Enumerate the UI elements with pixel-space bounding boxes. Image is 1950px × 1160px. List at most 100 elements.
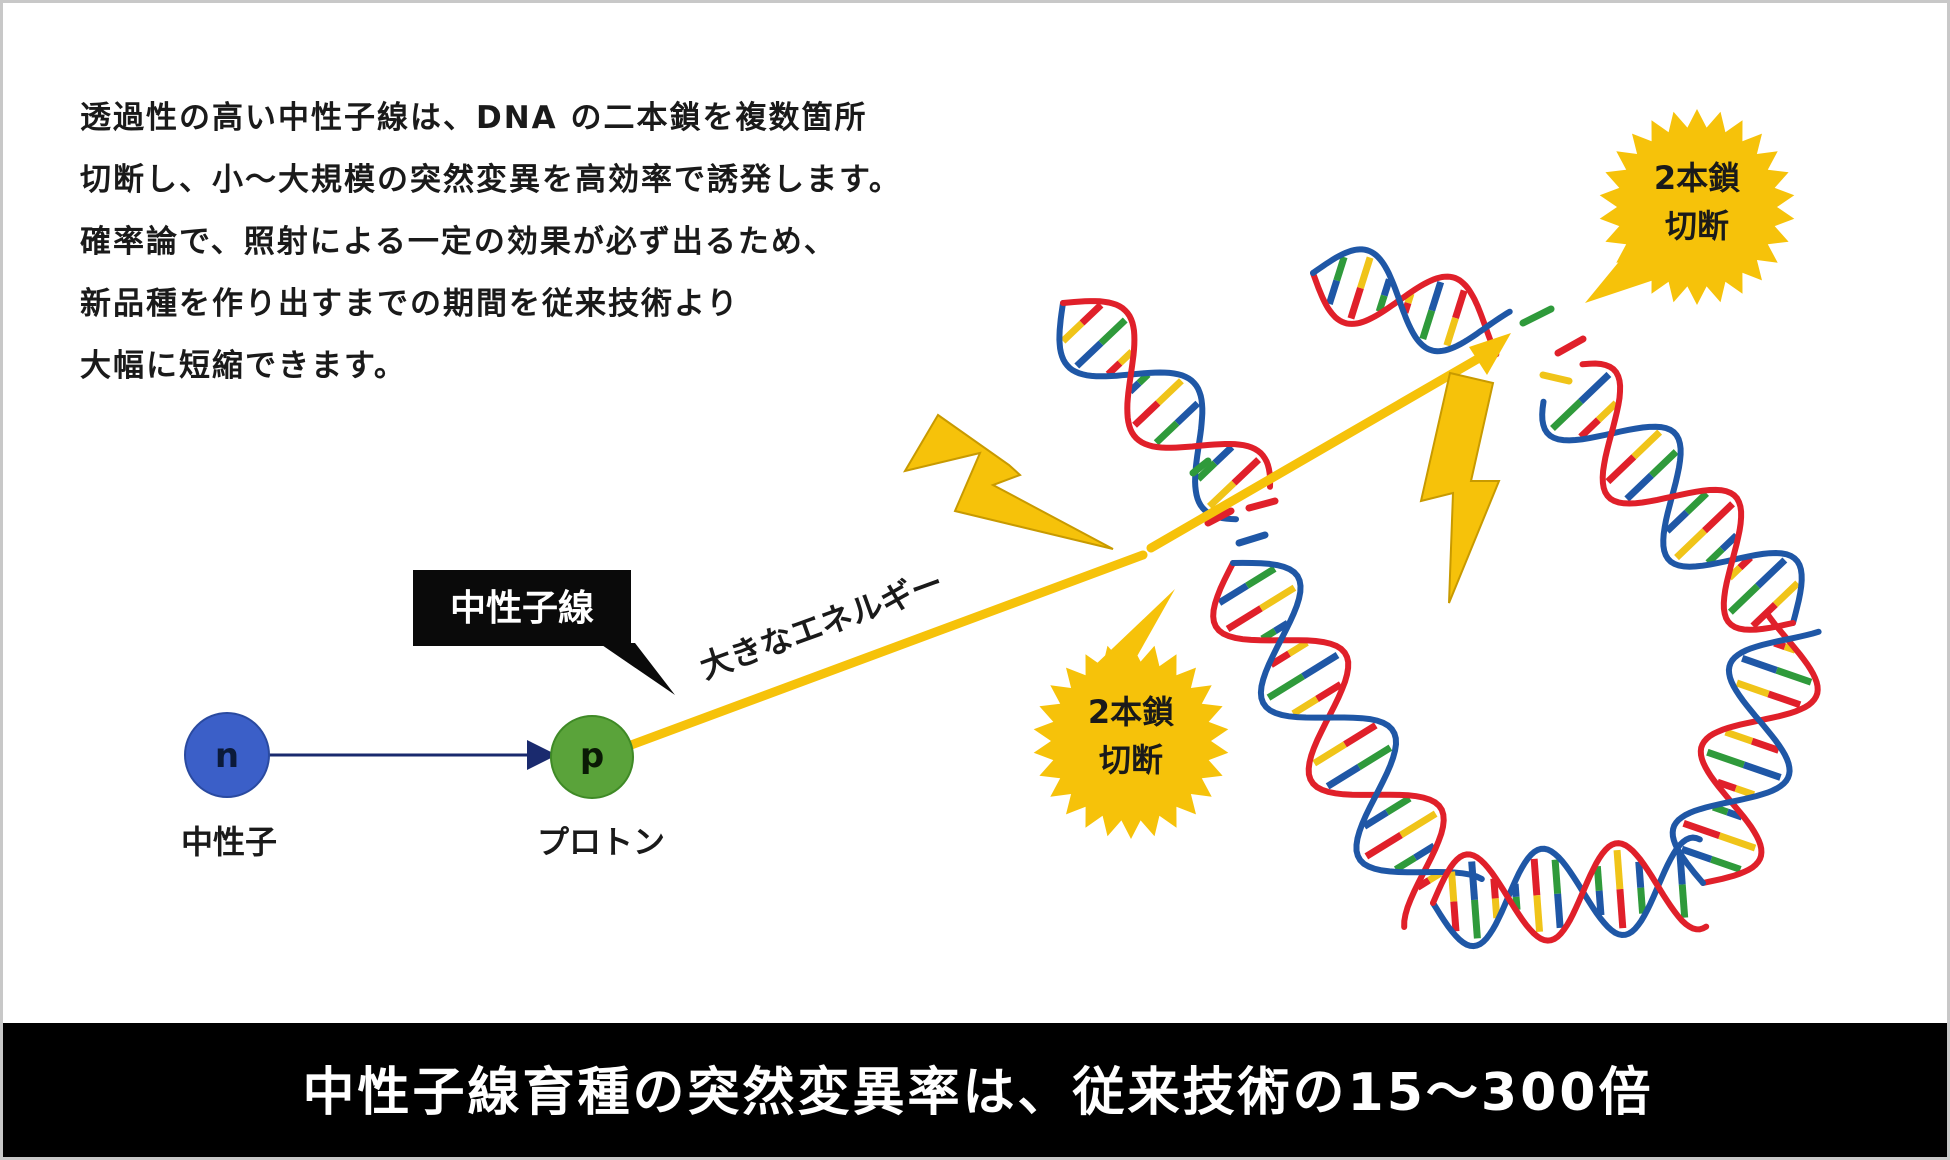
base-pair (1454, 901, 1456, 931)
base-pair (1684, 823, 1720, 835)
base-pair (1082, 305, 1101, 323)
base-pair (1452, 872, 1454, 902)
base-pair (1432, 282, 1441, 310)
base-pair (1597, 866, 1599, 890)
burst-label-line1: 2本鎖 (1654, 159, 1740, 197)
burst-label-line2: 切断 (1099, 741, 1163, 779)
description-line: 大幅に短縮できます。 (80, 335, 902, 397)
base-pair (1730, 586, 1757, 612)
base-pair (1289, 643, 1307, 654)
base-pair (1682, 885, 1684, 918)
neutron-label: 中性子 (181, 823, 277, 861)
proton-symbol: p (580, 736, 604, 776)
base-pair (1558, 894, 1561, 928)
base-pair (1366, 835, 1401, 856)
base-pair (1234, 460, 1259, 483)
base-pair (1744, 765, 1781, 778)
base-pair (1705, 504, 1733, 531)
base-pair (1456, 291, 1465, 318)
base-pair (1726, 732, 1752, 741)
base-pair (1608, 457, 1634, 482)
base-pair (1329, 281, 1336, 304)
base-pair (1495, 898, 1496, 918)
description-text: 透過性の高い中性子線は、DNA の二本鎖を複数箇所 切断し、小〜大規模の突然変異… (80, 87, 902, 397)
base-pair (1268, 676, 1303, 697)
dna-helix (1059, 249, 1818, 946)
base-pair (1472, 861, 1475, 899)
base-pair (1639, 862, 1641, 888)
description-line: 新品種を作り出すまでの期間を従来技術より (80, 273, 902, 335)
base-pair (1475, 900, 1478, 938)
dna-strand (1701, 614, 1818, 883)
broken-base-fragment (1558, 339, 1583, 353)
description-line: 切断し、小〜大規模の突然変異を高効率で誘発します。 (80, 149, 902, 211)
base-pair (1215, 447, 1232, 463)
base-pair (1177, 403, 1198, 423)
base-pair (1359, 748, 1390, 767)
base-pair (1768, 694, 1800, 705)
base-pair (1303, 655, 1338, 676)
lightning-bolt-icon (1421, 373, 1499, 603)
base-pair (1775, 583, 1797, 604)
base-pair (1328, 767, 1359, 786)
base-pair (1063, 323, 1082, 341)
base-pair (1345, 725, 1376, 744)
base-pair (1396, 858, 1415, 870)
base-pair (1361, 258, 1371, 288)
base-pair (1677, 531, 1705, 558)
footer-banner: 中性子線育種の突然変異率は、従来技術の15〜300倍 (3, 1023, 1950, 1160)
base-pair (1552, 401, 1580, 428)
base-pair (1711, 859, 1740, 869)
callout-label: 中性子線 (450, 588, 594, 629)
base-pair (1736, 788, 1754, 794)
base-pair (1777, 670, 1811, 682)
base-pair (1687, 493, 1707, 512)
base-pair (1719, 836, 1755, 848)
base-pair (1599, 891, 1601, 915)
base-pair (1620, 889, 1623, 928)
broken-base-fragment (1239, 535, 1265, 543)
lightning-bolt-icon (905, 415, 1113, 549)
base-pair (1228, 608, 1261, 629)
base-pair (1617, 850, 1620, 889)
base-pair (1387, 798, 1410, 812)
base-pair (1707, 752, 1744, 765)
broken-base-fragment (1543, 375, 1569, 381)
base-pair (1156, 423, 1177, 443)
base-pair (1101, 320, 1125, 343)
base-pair (1534, 859, 1537, 895)
description-line: 確率論で、照射による一定の効果が必ず出るため、 (80, 211, 902, 273)
base-pair (1758, 560, 1785, 586)
base-pair (1293, 699, 1317, 714)
base-pair (1247, 569, 1275, 586)
base-pair (1627, 475, 1652, 499)
base-pair (1158, 381, 1181, 403)
neutron-symbol: n (215, 736, 239, 776)
base-pair (1555, 860, 1558, 894)
base-pair (1737, 683, 1769, 694)
base-pair (1447, 318, 1456, 345)
base-pair (1351, 288, 1361, 318)
base-pair (1261, 588, 1294, 609)
base-pair (1384, 279, 1389, 295)
base-pair (1742, 658, 1776, 670)
base-pair (1634, 432, 1660, 457)
broken-base-fragment (1523, 309, 1551, 323)
beam-label: 大きなエネルギー (695, 563, 949, 686)
base-pair (1135, 403, 1158, 425)
footer-text: 中性子線育種の突然変異率は、従来技術の15〜300倍 (303, 1063, 1654, 1123)
description-line: 透過性の高い中性子線は、DNA の二本鎖を複数箇所 (80, 87, 902, 149)
base-pair (1641, 888, 1643, 914)
proton-label: プロトン (537, 823, 665, 861)
base-pair (1077, 343, 1101, 366)
burst-label-line2: 切断 (1665, 207, 1729, 245)
base-pair (1314, 744, 1345, 763)
base-pair (1401, 814, 1436, 835)
base-pair (1537, 895, 1540, 931)
broken-base-fragment (1249, 501, 1275, 508)
base-pair (1581, 374, 1609, 401)
callout-pointer (599, 643, 675, 695)
base-pair (1651, 452, 1676, 476)
base-pair (1423, 311, 1432, 339)
